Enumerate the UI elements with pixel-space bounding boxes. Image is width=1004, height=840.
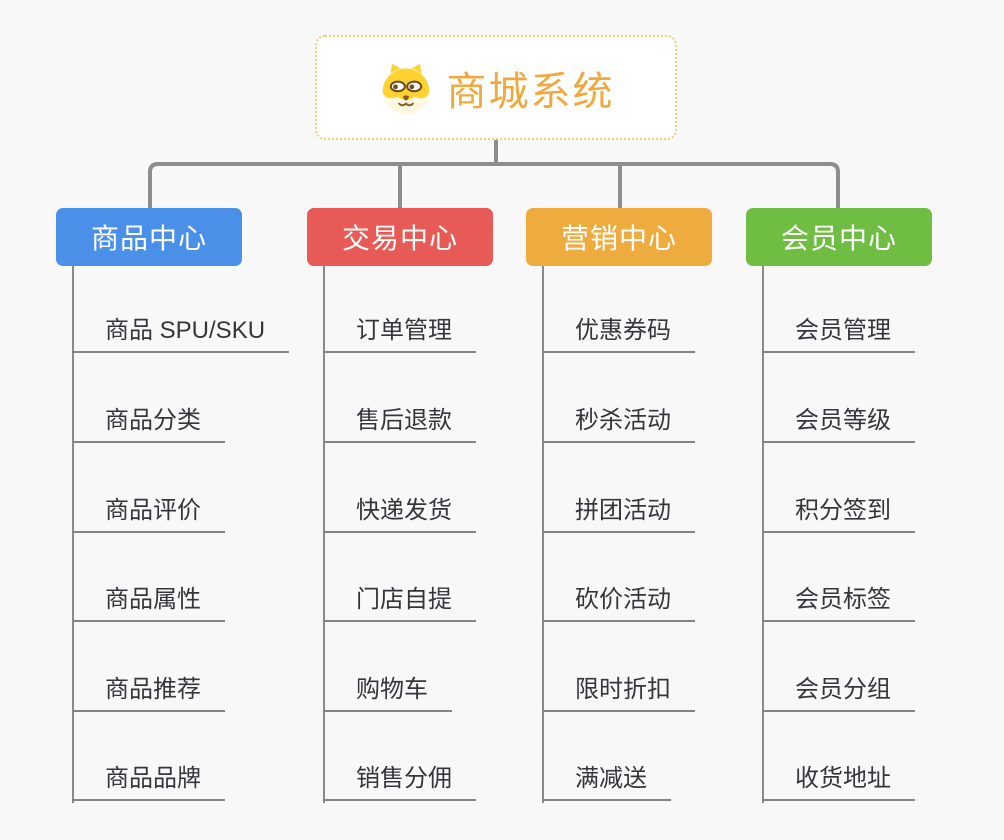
child-node[interactable]: 拼团活动	[542, 487, 695, 533]
child-node[interactable]: 优惠券码	[542, 307, 695, 353]
branch-node-product-center[interactable]: 商品中心	[56, 208, 242, 266]
root-title: 商城系统	[446, 69, 615, 114]
branch-bus-line	[148, 162, 840, 208]
child-node[interactable]: 快递发货	[323, 487, 476, 533]
branch-node-trade-center[interactable]: 交易中心	[307, 208, 493, 266]
child-node[interactable]: 秒杀活动	[542, 397, 695, 443]
child-node[interactable]: 会员等级	[762, 397, 915, 443]
child-node[interactable]: 商品分类	[72, 397, 225, 443]
child-node[interactable]: 购物车	[323, 666, 452, 712]
child-node[interactable]: 商品推荐	[72, 666, 225, 712]
child-node[interactable]: 门店自提	[323, 576, 476, 622]
child-node[interactable]: 售后退款	[323, 397, 476, 443]
branch-node-member-center[interactable]: 会员中心	[746, 208, 932, 266]
branch-trunk-line	[72, 266, 74, 803]
child-node[interactable]: 会员分组	[762, 666, 915, 712]
branch-trunk-line	[323, 266, 325, 803]
branch-node-marketing-center[interactable]: 营销中心	[526, 208, 712, 266]
child-node[interactable]: 积分签到	[762, 487, 915, 533]
root-node[interactable]: 商城系统	[315, 35, 677, 140]
child-node[interactable]: 收货地址	[762, 755, 915, 801]
child-node[interactable]: 限时折扣	[542, 666, 695, 712]
child-node[interactable]: 满减送	[542, 755, 671, 801]
child-node[interactable]: 会员管理	[762, 307, 915, 353]
child-node[interactable]: 商品品牌	[72, 755, 225, 801]
dog-face-icon	[378, 60, 434, 116]
branch-trunk-line	[762, 266, 764, 803]
child-node[interactable]: 商品 SPU/SKU	[72, 307, 290, 353]
branch-trunk-line	[542, 266, 544, 803]
child-node[interactable]: 订单管理	[323, 307, 476, 353]
child-node[interactable]: 会员标签	[762, 576, 915, 622]
child-node[interactable]: 商品属性	[72, 576, 225, 622]
child-node[interactable]: 商品评价	[72, 487, 225, 533]
child-node[interactable]: 砍价活动	[542, 576, 695, 622]
child-node[interactable]: 销售分佣	[323, 755, 476, 801]
